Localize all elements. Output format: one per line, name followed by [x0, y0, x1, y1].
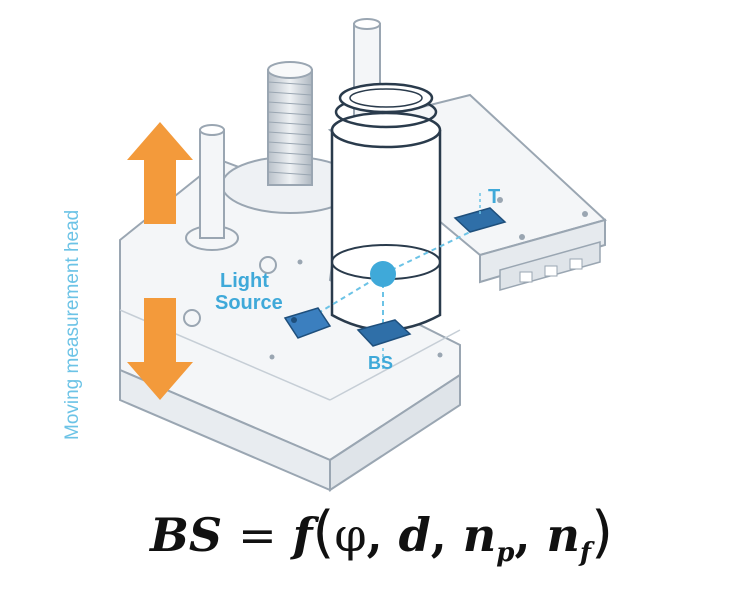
axis-label: Moving measurement head — [62, 209, 83, 440]
threaded-rod — [221, 61, 359, 214]
formula-comma-1: , — [366, 508, 383, 562]
up-arrow — [127, 122, 193, 224]
formula-np: np — [462, 508, 515, 568]
formula-open-paren: ( — [312, 500, 335, 565]
formula-phi: φ — [334, 508, 367, 562]
backscatter-formula: BS = f(φ, d, np, nf) — [150, 500, 613, 570]
formula-d: d — [398, 508, 431, 562]
backscatter-sensor — [356, 319, 412, 372]
light-source-label-line1: Light — [220, 270, 269, 292]
transmission-sensor — [453, 190, 507, 233]
formula-func: f — [292, 508, 313, 562]
guide-rod — [185, 124, 239, 251]
formula-close-paren: ) — [591, 500, 613, 565]
formula-nf: nf — [546, 508, 591, 568]
light-source-label-line2: Source — [215, 292, 283, 314]
formula-n-1: n — [462, 508, 497, 562]
down-arrow — [127, 298, 193, 400]
formula-equals: = — [238, 508, 277, 562]
formula-sub-f: f — [579, 538, 592, 568]
light-source-label: Light Source — [215, 270, 283, 314]
light-source-emitter — [283, 307, 332, 339]
formula-comma-2: , — [430, 508, 447, 562]
formula-n-2: n — [546, 508, 580, 562]
measurement-spot — [370, 261, 396, 287]
formula-lhs: BS — [150, 508, 223, 562]
light-beams — [309, 231, 471, 325]
sample-vial — [330, 82, 442, 332]
formula-sub-p: p — [496, 538, 515, 568]
backscatter-label: BS — [368, 353, 394, 373]
formula-comma-3: , — [514, 508, 531, 562]
transmission-label: T — [488, 186, 501, 208]
